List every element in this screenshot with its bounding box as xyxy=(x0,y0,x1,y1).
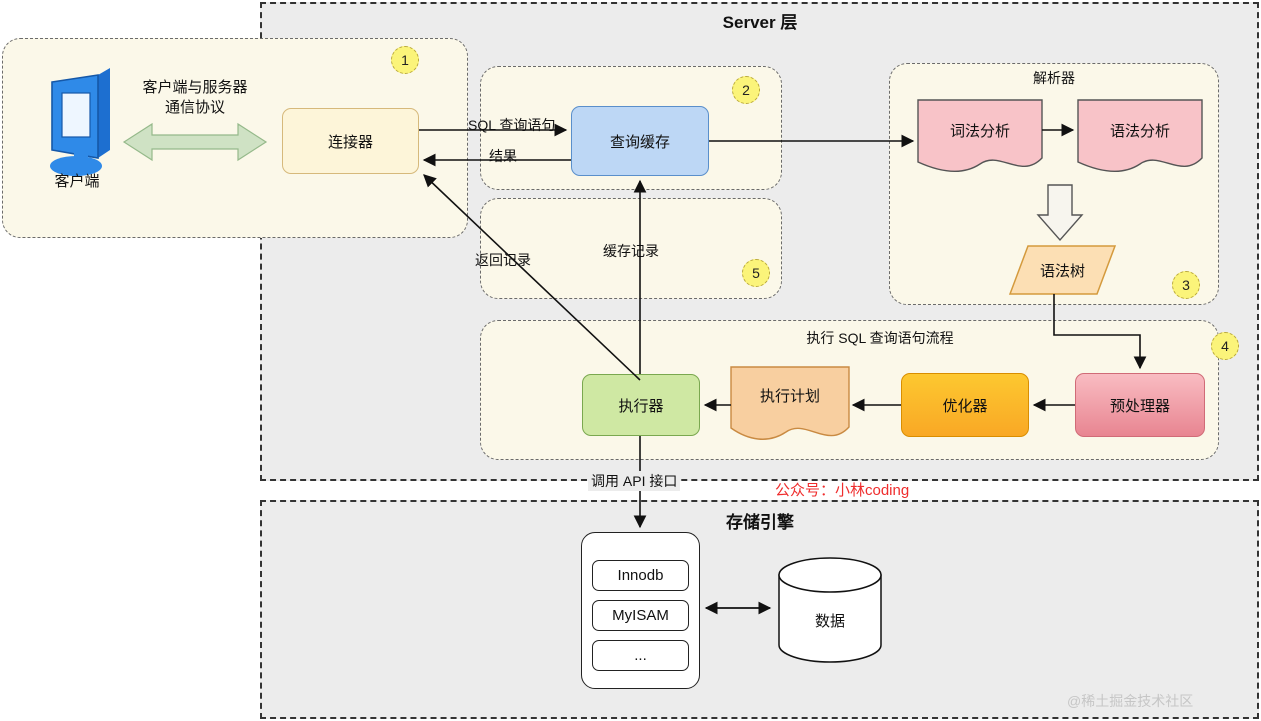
badge-1-label: 1 xyxy=(401,52,409,68)
node-exec-plan-label: 执行计划 xyxy=(759,387,820,405)
node-optimizer-label: 优化器 xyxy=(942,397,988,415)
client-label: 客户端 xyxy=(54,173,100,190)
result-label: 结果 xyxy=(489,148,517,164)
node-connector[interactable]: 连接器 xyxy=(282,108,419,174)
protocol-label-line1: 客户端与服务器 xyxy=(142,79,248,96)
node-preprocessor[interactable]: 预处理器 xyxy=(1075,373,1205,437)
promo-text: 公众号：小林coding xyxy=(775,482,910,499)
server-layer-title: Server 层 xyxy=(722,13,798,32)
engine-item-more[interactable]: ... xyxy=(592,640,689,671)
parser-group-title: 解析器 xyxy=(1033,70,1075,86)
protocol-label-line2: 通信协议 xyxy=(164,99,225,117)
watermark: @稀土掘金技术社区 xyxy=(1067,693,1194,709)
badge-2-label: 2 xyxy=(742,82,750,98)
badge-5: 5 xyxy=(742,259,770,287)
node-syntax-analysis[interactable]: 语法分析 xyxy=(1078,100,1202,160)
node-query-cache-label: 查询缓存 xyxy=(609,133,670,151)
node-lexical-analysis-label: 词法分析 xyxy=(949,122,1010,140)
data-cylinder-label: 数据 xyxy=(779,610,881,631)
engine-item-innodb-label: Innodb xyxy=(617,567,664,584)
call-api-label: 调用 API 接口 xyxy=(588,471,681,491)
node-exec-plan[interactable]: 执行计划 xyxy=(731,367,849,423)
exec-group-title: 执行 SQL 查询语句流程 xyxy=(806,330,954,346)
node-preprocessor-label: 预处理器 xyxy=(1109,397,1170,415)
node-executor-label: 执行器 xyxy=(618,397,664,415)
node-connector-label: 连接器 xyxy=(327,133,373,151)
badge-4-label: 4 xyxy=(1221,338,1229,354)
storage-layer-title: 存储引擎 xyxy=(726,513,794,532)
engine-item-myisam-label: MyISAM xyxy=(612,607,669,624)
protocol-label: 客户端与服务器 通信协议 xyxy=(120,78,270,119)
engine-item-more-label: ... xyxy=(634,647,647,664)
badge-5-label: 5 xyxy=(752,265,760,281)
node-lexical-analysis[interactable]: 词法分析 xyxy=(918,100,1042,160)
node-optimizer[interactable]: 优化器 xyxy=(901,373,1029,437)
badge-2: 2 xyxy=(732,76,760,104)
badge-1: 1 xyxy=(391,46,419,74)
badge-4: 4 xyxy=(1211,332,1239,360)
engine-item-myisam[interactable]: MyISAM xyxy=(592,600,689,631)
node-query-cache[interactable]: 查询缓存 xyxy=(571,106,709,176)
cache-record-label: 缓存记录 xyxy=(603,243,659,259)
node-syntax-analysis-label: 语法分析 xyxy=(1109,122,1170,140)
node-syntax-tree[interactable]: 语法树 xyxy=(1010,246,1115,294)
sql-query-label: SQL 查询语句 xyxy=(468,117,556,133)
node-syntax-tree-label: 语法树 xyxy=(1039,262,1085,280)
badge-3: 3 xyxy=(1172,271,1200,299)
badge-3-label: 3 xyxy=(1182,277,1190,293)
return-record-label: 返回记录 xyxy=(475,252,531,268)
data-label: 数据 xyxy=(814,613,845,630)
node-executor[interactable]: 执行器 xyxy=(582,374,700,436)
engine-item-innodb[interactable]: Innodb xyxy=(592,560,689,591)
